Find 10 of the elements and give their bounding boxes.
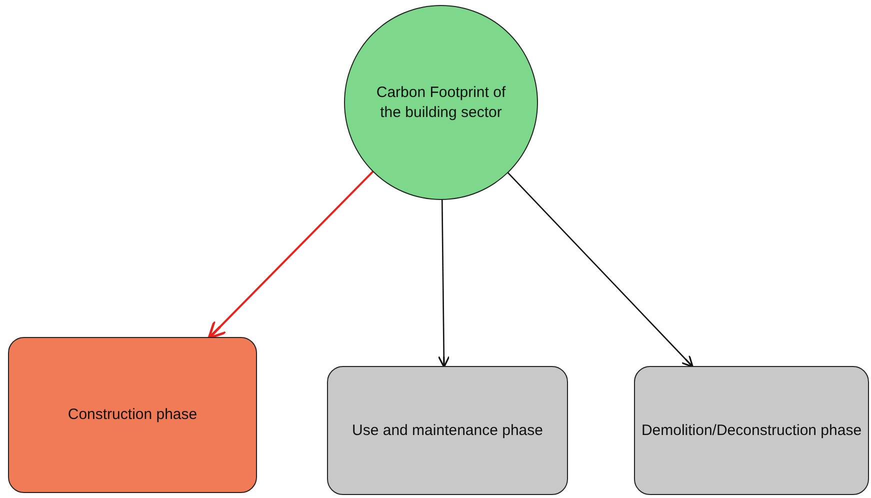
node-label: Carbon Footprint of the building sector [375, 83, 507, 122]
node-label: Use and maintenance phase [351, 420, 544, 440]
node-label: Demolition/Deconstruction phase [640, 420, 863, 440]
node-label: Construction phase [66, 405, 198, 425]
arrow [208, 170, 374, 340]
arrow [507, 172, 694, 368]
arrow [438, 199, 450, 368]
phase-box [634, 366, 869, 495]
phase-box [8, 337, 257, 493]
phase-box [327, 366, 568, 495]
